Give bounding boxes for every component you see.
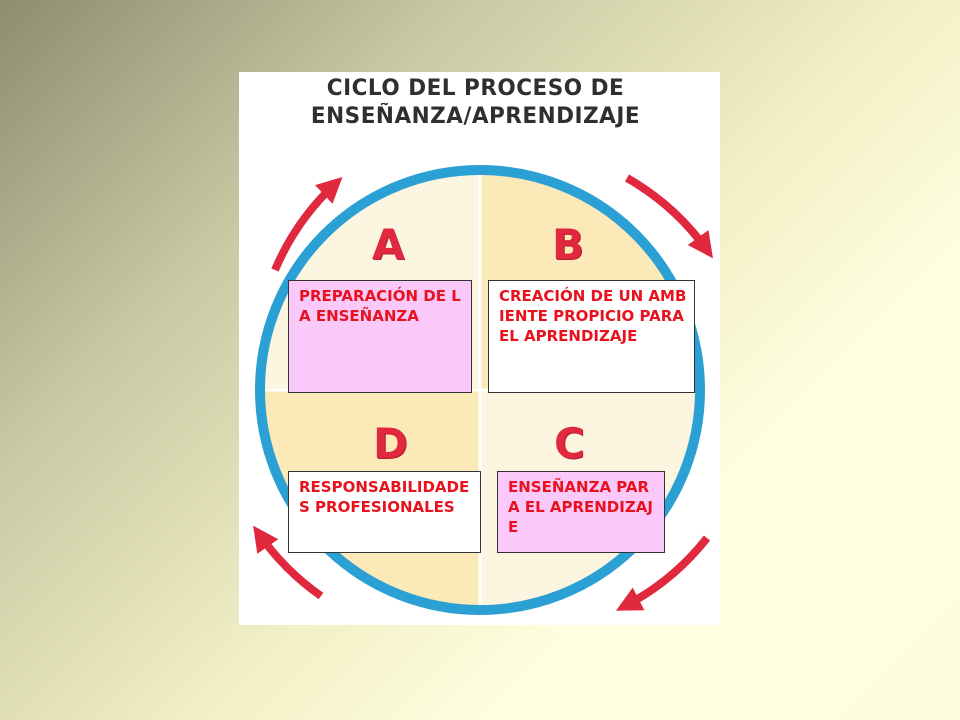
arrow-top-left	[271, 177, 343, 272]
quadrant-d-box: RESPONSABILIDADES PROFESIONALES	[288, 471, 481, 553]
quadrant-b-box: CREACIÓN DE UN AMBIENTE PROPICIO PARA EL…	[488, 280, 695, 393]
cycle-ring	[255, 165, 705, 615]
diagram-card: CICLO DEL PROCESO DE ENSEÑANZA/APRENDIZA…	[239, 72, 720, 625]
quadrant-letter-c: C	[554, 419, 585, 468]
arrow-bottom-right	[615, 535, 711, 611]
arrow-bottom-left	[253, 525, 324, 600]
diagram-title-line-1: CICLO DEL PROCESO DE	[326, 76, 625, 101]
quadrant-a-box: PREPARACIÓN DE LA ENSEÑANZA	[288, 280, 472, 393]
quadrant-letter-a: A	[372, 220, 405, 269]
quadrant-letter-d: D	[373, 419, 408, 468]
quadrant-c-box: ENSEÑANZA PARA EL APRENDIZAJE	[497, 471, 665, 553]
arrow-top-right	[625, 174, 713, 259]
diagram-title-line-2: ENSEÑANZA/APRENDIZAJE	[310, 104, 641, 129]
quadrant-letter-b: B	[552, 220, 585, 269]
